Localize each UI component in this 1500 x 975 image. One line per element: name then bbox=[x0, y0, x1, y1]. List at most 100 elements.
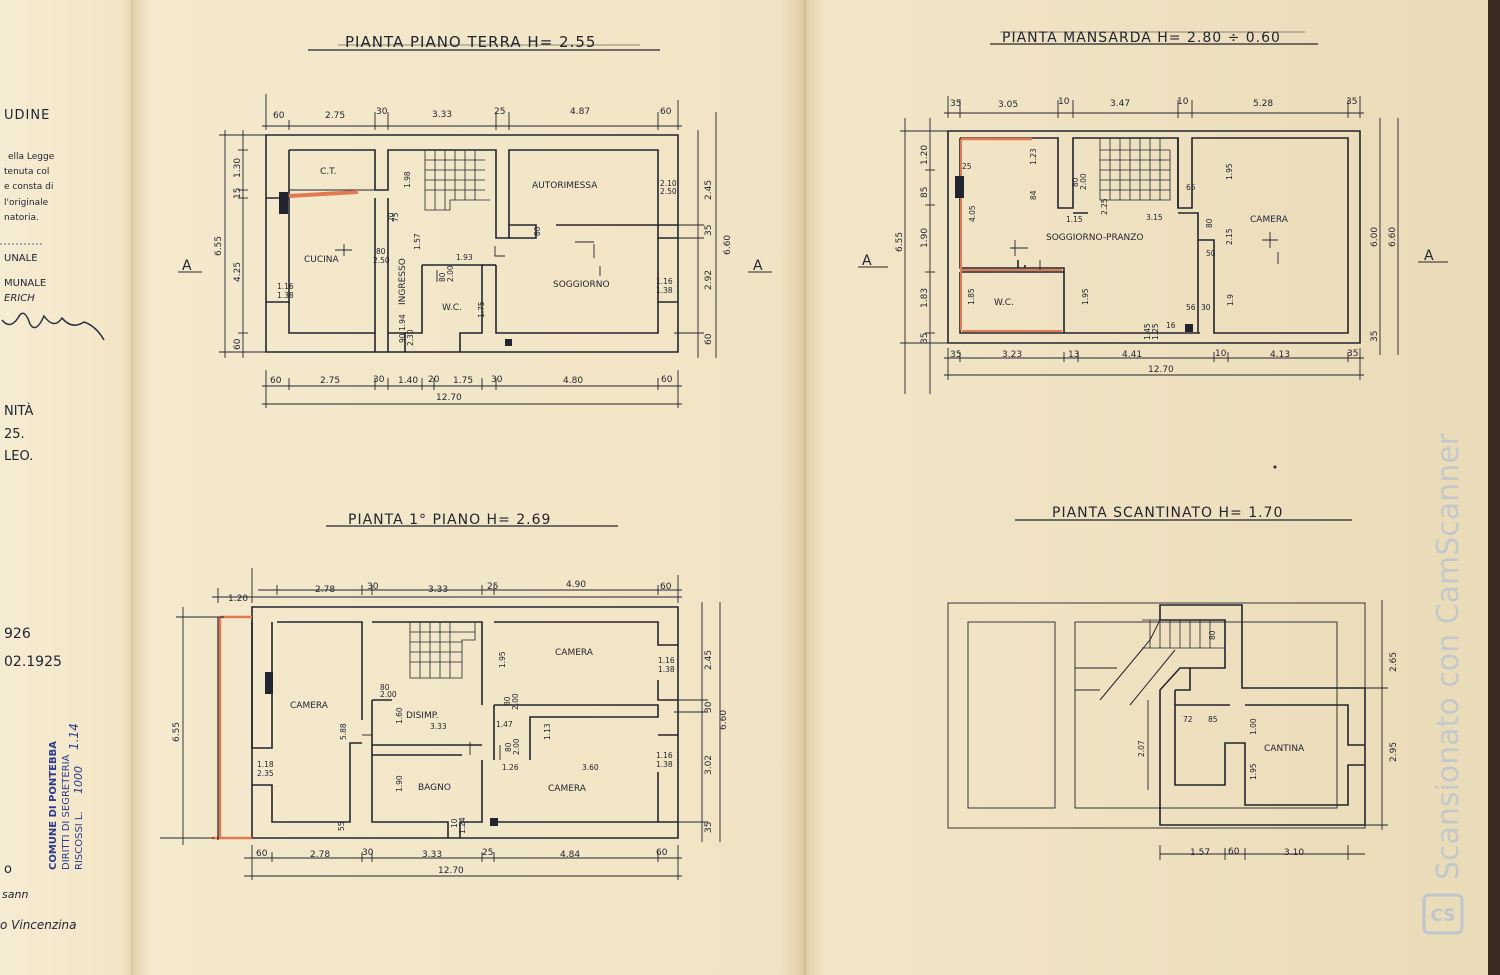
attic-room-soggiorno: SOGGIORNO-PRANZO bbox=[1046, 233, 1144, 243]
attic-total: 12.70 bbox=[1148, 365, 1174, 375]
attic-section-marks: A A bbox=[858, 248, 1448, 269]
basement-title: PIANTA SCANTINATO H= 1.70 bbox=[1052, 505, 1283, 521]
attic-top-dims: 35 3.05 10 3.47 10 5.28 35 bbox=[950, 97, 1357, 110]
plan-ground-floor: PIANTA PIANO TERRA H= 2.55 bbox=[178, 33, 772, 408]
first-total: 12.70 bbox=[438, 866, 464, 876]
attic-inner-dim: 1.9 bbox=[1226, 294, 1235, 306]
ground-section-marks: A A bbox=[178, 258, 772, 274]
ground-bottom-dim: 2.75 bbox=[320, 376, 340, 386]
basement-rooms: CANTINA bbox=[1264, 744, 1305, 754]
first-inner-dim: 1.90 bbox=[395, 775, 404, 792]
first-inner-dims: 1.95 80 2.00 1.16 1.38 5.88 1.60 3.33 1.… bbox=[257, 651, 675, 834]
ground-bottom-dim: 1.75 bbox=[453, 376, 473, 386]
ground-rooms: C.T. CUCINA INGRESSO W.C. AUTORIMESSA SO… bbox=[304, 167, 610, 313]
margin-law-line-1: ella Legge bbox=[8, 152, 55, 162]
first-inner-dim: 1.16 bbox=[658, 656, 675, 665]
margin-25: 25. bbox=[4, 427, 25, 442]
ground-top-dim: 4.87 bbox=[570, 107, 590, 117]
attic-walls bbox=[947, 130, 1361, 344]
margin-o: o bbox=[4, 862, 12, 877]
ground-bottom-dim: 1.40 bbox=[398, 376, 418, 386]
ground-right-dim: 2.92 bbox=[704, 270, 714, 290]
ground-left-dim: 15 bbox=[233, 188, 243, 199]
basement-right-dims: 2.65 2.95 bbox=[1389, 652, 1399, 762]
ground-room-wc: W.C. bbox=[442, 303, 462, 313]
ground-right-dim: 60 bbox=[704, 333, 714, 345]
stamp-extra: 1.14 bbox=[67, 723, 81, 750]
first-inner-dim: 1.24 bbox=[458, 817, 467, 834]
first-right-dim: 3.02 bbox=[704, 755, 714, 775]
first-inner-dim: 1.38 bbox=[658, 665, 675, 674]
first-top-dim: 2.78 bbox=[315, 585, 335, 595]
first-room-bagno: BAGNO bbox=[418, 783, 451, 793]
attic-left-dim: 35 bbox=[920, 333, 930, 344]
basement-right-dim: 2.95 bbox=[1389, 742, 1399, 762]
ground-top-dim: 25 bbox=[494, 107, 505, 117]
attic-inner-dim: 3.15 bbox=[1146, 213, 1163, 222]
camscanner-watermark: Scansionato con CamScanner CS bbox=[1422, 432, 1466, 935]
first-rooms: CAMERA DISIMP. CAMERA BAGNO CAMERA bbox=[290, 648, 594, 794]
first-bottom-dims: 60 2.78 30 3.33 25 4.84 60 12.70 bbox=[256, 848, 668, 876]
plan-first-floor: PIANTA 1° PIANO H= 2.69 bbox=[160, 512, 729, 880]
attic-room-wc: W.C. bbox=[994, 298, 1014, 308]
first-inner-dim: 80 bbox=[503, 696, 512, 706]
first-inner-dim: 2.35 bbox=[257, 769, 274, 778]
ground-left-dim: 1.30 bbox=[233, 158, 243, 178]
first-right-ticks bbox=[674, 699, 708, 823]
ground-right-dim: 35 bbox=[704, 225, 714, 236]
first-left-dim: 6.55 bbox=[172, 722, 182, 742]
attic-right-dim: 35 bbox=[1370, 331, 1380, 342]
ground-room-soggiorno: SOGGIORNO bbox=[553, 280, 610, 290]
first-inner-dim: 10 bbox=[450, 818, 459, 828]
ground-left-dim: 4.25 bbox=[233, 262, 243, 282]
basement-inner-dim: 2.07 bbox=[1137, 740, 1146, 757]
attic-left-dims: 1.20 85 6.55 1.90 1.83 35 bbox=[895, 145, 930, 344]
basement-inner-dim: 1.95 bbox=[1249, 763, 1258, 780]
ground-dim-ticks-top bbox=[265, 94, 679, 130]
municipal-stamp: COMUNE DI PONTEBBA DIRITTI DI SEGRETERIA… bbox=[48, 723, 85, 870]
first-top-dim: 30 bbox=[367, 582, 379, 592]
first-bottom-dim: 30 bbox=[362, 848, 374, 858]
attic-inner-dim: 80 bbox=[1071, 177, 1080, 187]
attic-bottom-dim: 4.13 bbox=[1270, 350, 1290, 360]
attic-top-dim: 3.05 bbox=[998, 100, 1018, 110]
attic-inner-dim: 1.95 bbox=[1081, 288, 1090, 305]
attic-left-dim: 1.83 bbox=[920, 288, 930, 308]
attic-stair bbox=[1099, 138, 1171, 201]
attic-top-dim: 5.28 bbox=[1253, 99, 1273, 109]
ground-shaft bbox=[505, 339, 512, 346]
ground-top-dims: 60 2.75 30 3.33 25 4.87 60 bbox=[273, 107, 672, 121]
attic-inner-dim: 16 bbox=[1166, 321, 1176, 330]
attic-inner-dim: 4.05 bbox=[968, 205, 977, 222]
margin-leo: LEO. bbox=[4, 449, 33, 464]
basement-right-dim: 2.65 bbox=[1389, 652, 1399, 672]
attic-bottom-dim: 13 bbox=[1068, 350, 1079, 360]
first-inner-dim: 1.47 bbox=[496, 720, 513, 729]
ground-inner-dims: 1.98 80 2.50 1.16 1.38 75 2.10 2.50 1.93… bbox=[277, 171, 677, 346]
attic-left-ticks bbox=[900, 130, 952, 344]
basement-inner-dim: 80 bbox=[1208, 630, 1217, 640]
margin-law-line-3: e consta di bbox=[4, 182, 53, 192]
first-room-camera-left: CAMERA bbox=[290, 701, 329, 711]
attic-top-dim: 3.47 bbox=[1110, 99, 1130, 109]
first-top-dims: 1.20 2.78 30 3.33 25 4.90 60 bbox=[228, 580, 672, 604]
ground-inner-dim: 2.50 bbox=[373, 256, 390, 265]
first-red-marks bbox=[212, 615, 252, 840]
ground-right-dim: 2.45 bbox=[704, 180, 714, 200]
attic-section-mark-right: A bbox=[1424, 248, 1434, 264]
ground-inner-dim: 1.16 bbox=[277, 282, 294, 291]
first-right-dim: 2.45 bbox=[704, 650, 714, 670]
ground-door-marks bbox=[335, 241, 601, 282]
attic-rooms: SOGGIORNO-PRANZO CAMERA W.C. bbox=[994, 215, 1289, 308]
ground-inner-dim: 1.98 bbox=[403, 171, 412, 188]
ground-right-dim: 6.60 bbox=[723, 235, 733, 255]
ground-inner-dim: 20 bbox=[387, 212, 396, 222]
attic-inner-dim: 25 bbox=[962, 162, 972, 171]
ground-inner-dim: 80 bbox=[376, 247, 386, 256]
ground-inner-dim: 1.57 bbox=[413, 233, 422, 250]
basement-right-ticks bbox=[1360, 687, 1388, 826]
ground-inner-dim: 90 bbox=[398, 333, 407, 343]
first-right-dims: 2.45 30 6.60 3.02 35 bbox=[704, 650, 729, 833]
first-bottom-dim: 2.78 bbox=[310, 850, 330, 860]
basement-inner-dim: 72 bbox=[1183, 715, 1193, 724]
